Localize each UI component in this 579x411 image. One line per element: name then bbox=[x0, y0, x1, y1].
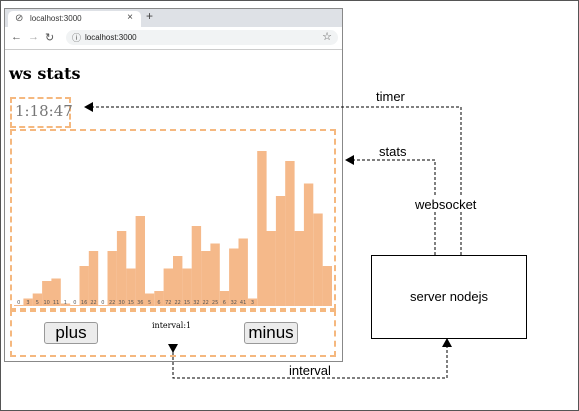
chart-bar bbox=[266, 231, 276, 306]
bar-value-label: 15 bbox=[184, 300, 190, 306]
chart-bar bbox=[135, 216, 145, 306]
bar-value-label: 22 bbox=[203, 300, 209, 306]
timer-arrow bbox=[84, 102, 462, 255]
favicon-icon: ⊘ bbox=[15, 13, 24, 24]
chart-bar bbox=[144, 293, 155, 306]
bar-value-label: 22 bbox=[90, 300, 96, 306]
chart-bar bbox=[51, 278, 61, 306]
chart-bar bbox=[285, 161, 295, 306]
chart-bar bbox=[247, 298, 258, 306]
stats-arrow bbox=[345, 155, 436, 255]
chart-bar bbox=[60, 303, 71, 306]
new-tab-button[interactable]: + bbox=[146, 9, 154, 23]
chart-bar bbox=[163, 268, 173, 306]
chart-bar bbox=[294, 231, 304, 306]
bar-value-label: 25 bbox=[212, 300, 218, 306]
chart-bar bbox=[173, 256, 183, 306]
plus-button[interactable]: plus bbox=[44, 322, 98, 344]
chart-bar bbox=[313, 213, 323, 306]
chart-bar bbox=[257, 151, 267, 306]
timer-label: timer bbox=[376, 89, 405, 104]
chart-bar bbox=[210, 243, 220, 306]
chart-bar bbox=[126, 268, 136, 306]
timer-box: 1:18:47 bbox=[10, 97, 73, 128]
bar-value-label: 5 bbox=[36, 300, 39, 306]
bar-value-label: 72 bbox=[165, 300, 171, 306]
url-text: localhost:3000 bbox=[85, 33, 137, 42]
bar-value-label: 32 bbox=[193, 300, 199, 306]
controls-box: plus interval:1 minus bbox=[10, 310, 336, 357]
chart-bar bbox=[116, 231, 127, 306]
timer-display: 1:18:47 bbox=[15, 102, 73, 120]
chart-bar bbox=[23, 298, 33, 306]
bar-value-label: 3 bbox=[26, 300, 29, 306]
chart-bar bbox=[238, 238, 248, 306]
bar-value-label: 3 bbox=[251, 300, 254, 306]
star-icon[interactable]: ☆ bbox=[322, 31, 332, 43]
interval-readout: interval:1 bbox=[152, 321, 192, 330]
chart-bar bbox=[191, 226, 202, 306]
chart-bar bbox=[88, 251, 99, 306]
back-icon[interactable]: ← bbox=[11, 31, 22, 43]
info-icon[interactable]: ⓘ bbox=[72, 33, 82, 43]
bar-value-label: 11 bbox=[53, 300, 59, 306]
chart-bar bbox=[275, 196, 286, 306]
chart-bar bbox=[107, 251, 117, 306]
chart-bar bbox=[14, 305, 24, 306]
server-box: server nodejs bbox=[371, 255, 527, 339]
chart-bar bbox=[154, 291, 164, 306]
bar-value-label: 5 bbox=[148, 300, 151, 306]
bar-value-label: 36 bbox=[137, 300, 143, 306]
chart-bar bbox=[42, 281, 52, 306]
chart-bar bbox=[201, 251, 211, 306]
chart-bar bbox=[219, 291, 230, 306]
chart-bar bbox=[322, 266, 332, 306]
chart-bar bbox=[229, 248, 239, 306]
bar-value-label: 10 bbox=[44, 300, 50, 306]
browser-tab[interactable]: ⊘ localhost:3000 × bbox=[8, 11, 141, 27]
close-tab-icon[interactable]: × bbox=[127, 12, 133, 23]
bar-value-label: 22 bbox=[109, 300, 115, 306]
chart-bar bbox=[303, 183, 314, 306]
websocket-label: websocket bbox=[415, 197, 477, 212]
browser-window: ⊘ localhost:3000 × + ← → ↻ ⓘ localhost:3… bbox=[4, 8, 343, 362]
bar-value-label: 1 bbox=[64, 300, 67, 306]
bar-value-label: 16 bbox=[81, 300, 87, 306]
browser-toolbar: ← → ↻ ⓘ localhost:3000 ☆ bbox=[5, 27, 342, 50]
bar-value-label: 15 bbox=[128, 300, 134, 306]
chart-bar bbox=[98, 305, 108, 306]
page-title: ws stats bbox=[9, 64, 81, 83]
bar-value-label: 6 bbox=[223, 300, 226, 306]
bar-value-label: 41 bbox=[240, 300, 246, 306]
chart-bar bbox=[32, 293, 43, 306]
chart-bar bbox=[79, 266, 89, 306]
bar-value-label: 0 bbox=[101, 300, 104, 306]
server-label: server nodejs bbox=[409, 289, 489, 304]
bar-value-label: 6 bbox=[157, 300, 160, 306]
bar-value-label: 22 bbox=[175, 300, 181, 306]
stats-label: stats bbox=[379, 144, 407, 159]
tab-title: localhost:3000 bbox=[30, 14, 82, 23]
bar-value-label: 30 bbox=[118, 300, 124, 306]
bar-value-label: 0 bbox=[73, 300, 76, 306]
chart-bar bbox=[70, 305, 80, 306]
forward-icon[interactable]: → bbox=[28, 31, 39, 43]
address-bar[interactable]: ⓘ localhost:3000 ☆ bbox=[66, 30, 338, 45]
reload-icon[interactable]: ↻ bbox=[45, 32, 55, 44]
chart-bar bbox=[182, 268, 192, 306]
interval-arrow bbox=[168, 338, 452, 379]
interval-label: interval bbox=[289, 363, 331, 378]
bar-value-label: 0 bbox=[17, 300, 20, 306]
bar-value-label: 32 bbox=[231, 300, 237, 306]
tab-bar: ⊘ localhost:3000 × + bbox=[5, 9, 342, 27]
